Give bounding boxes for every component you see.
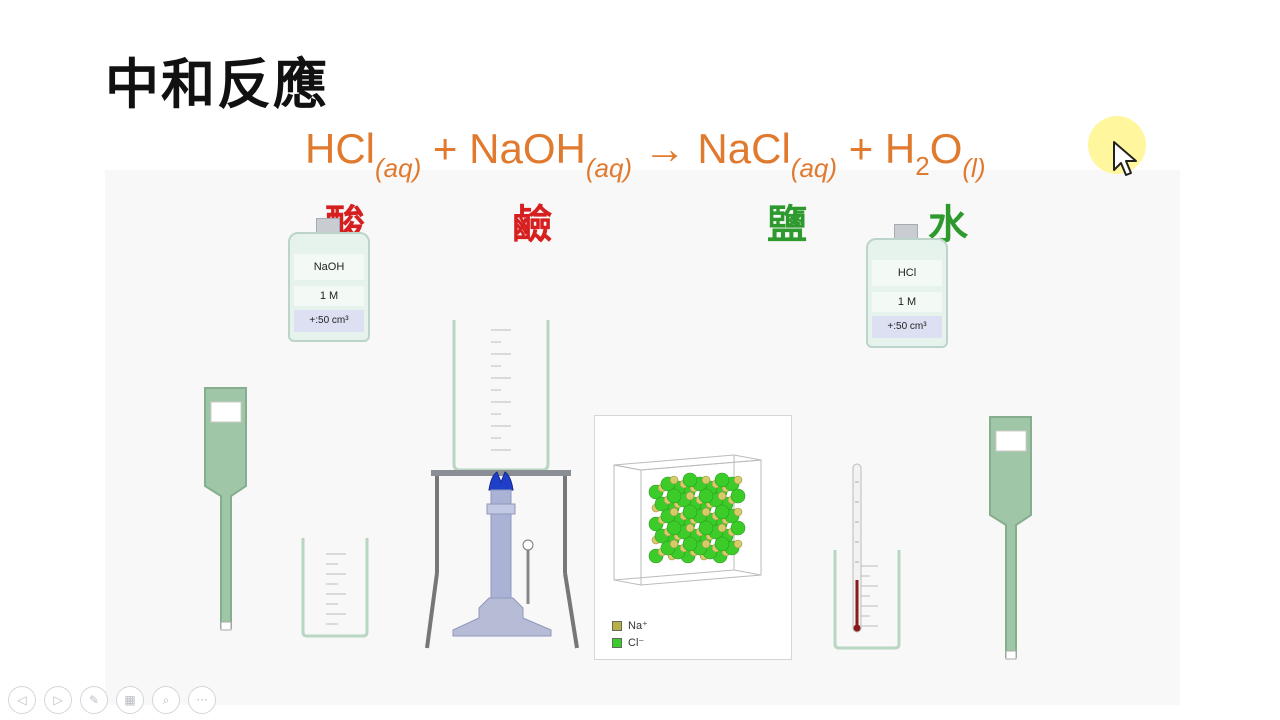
zoom-icon[interactable]: ⌕ [152, 686, 180, 714]
legend-item-na: Na⁺ [612, 617, 648, 634]
more-options-icon[interactable]: ··· [188, 686, 216, 714]
left-pipette[interactable] [203, 386, 249, 634]
na-ion [669, 507, 679, 517]
na-ion [701, 539, 711, 549]
cl-ion [682, 536, 698, 552]
eq-h: H [884, 125, 916, 172]
previous-icon[interactable]: ◁ [8, 686, 36, 714]
cl-ion [730, 520, 746, 536]
label-salt: 鹽 [767, 202, 807, 248]
na-ion [733, 475, 743, 485]
next-icon[interactable]: ▷ [44, 686, 72, 714]
thermometer[interactable] [850, 462, 864, 637]
na-ion [701, 475, 711, 485]
cl-ion [698, 488, 714, 504]
eq-plus: + [837, 125, 885, 172]
na-ion [701, 507, 711, 517]
right-pipette[interactable] [988, 415, 1034, 663]
cl-ion [682, 472, 698, 488]
slides-icon[interactable]: ▦ [116, 686, 144, 714]
left-beaker[interactable] [300, 536, 370, 638]
slide-title: 中和反應 [105, 53, 329, 116]
heating-setup[interactable] [425, 318, 580, 653]
eq-state: (aq) [585, 153, 633, 183]
right-beaker[interactable] [832, 548, 902, 650]
cl-ion [714, 536, 730, 552]
cl-ion [698, 520, 714, 536]
label-base: 鹼 [512, 202, 552, 248]
mouse-pointer-icon [1113, 141, 1137, 176]
na-ion [669, 539, 679, 549]
legend-label: Na⁺ [628, 620, 648, 632]
legend-label: Cl⁻ [628, 637, 645, 649]
cl-ion [730, 488, 746, 504]
eq-state: (aq) [375, 153, 422, 183]
na-ion [733, 507, 743, 517]
cl-swatch [612, 637, 622, 648]
cl-ion [714, 472, 730, 488]
bottle-name: HCl [872, 260, 942, 286]
na-ion [717, 523, 727, 533]
bottle-volume-button[interactable]: +:50 cm³ [872, 316, 942, 338]
pen-icon[interactable]: ✎ [80, 686, 108, 714]
chemical-equation: HCl(aq) + NaOH(aq) → NaCl(aq) + H2O(l) [305, 125, 985, 185]
na-ion [685, 523, 695, 533]
eq-naoh: NaOH [469, 125, 586, 172]
legend-item-cl: Cl⁻ [612, 634, 648, 651]
na-swatch [612, 620, 622, 631]
cl-ion [666, 520, 682, 536]
bottle-volume-button[interactable]: +:50 cm³ [294, 310, 364, 332]
eq-nacl: NaCl [697, 125, 791, 172]
cl-ion [666, 488, 682, 504]
ion-legend: Na⁺ Cl⁻ [612, 617, 648, 651]
hcl-bottle[interactable]: HCl 1 M +:50 cm³ [866, 224, 948, 348]
naoh-bottle[interactable]: NaOH 1 M +:50 cm³ [288, 218, 370, 342]
bottle-concentration: 1 M [294, 286, 364, 306]
cl-ion [682, 504, 698, 520]
na-ion [733, 539, 743, 549]
bottle-name: NaOH [294, 254, 364, 280]
eq-subscript: 2 [915, 151, 930, 181]
na-ion [685, 491, 695, 501]
eq-state: (l) [962, 153, 986, 183]
bottle-concentration: 1 M [872, 292, 942, 312]
slideshow-toolbar: ◁ ▷ ✎ ▦ ⌕ ··· [8, 686, 216, 714]
na-ion [717, 491, 727, 501]
eq-hcl: HCl [305, 125, 375, 172]
eq-state: (aq) [790, 153, 838, 183]
eq-plus: + [421, 125, 470, 172]
eq-o: O [929, 125, 963, 172]
cl-ion [714, 504, 730, 520]
na-ion [669, 475, 679, 485]
eq-arrow: → [632, 125, 698, 172]
crystal-lattice[interactable] [606, 440, 776, 610]
